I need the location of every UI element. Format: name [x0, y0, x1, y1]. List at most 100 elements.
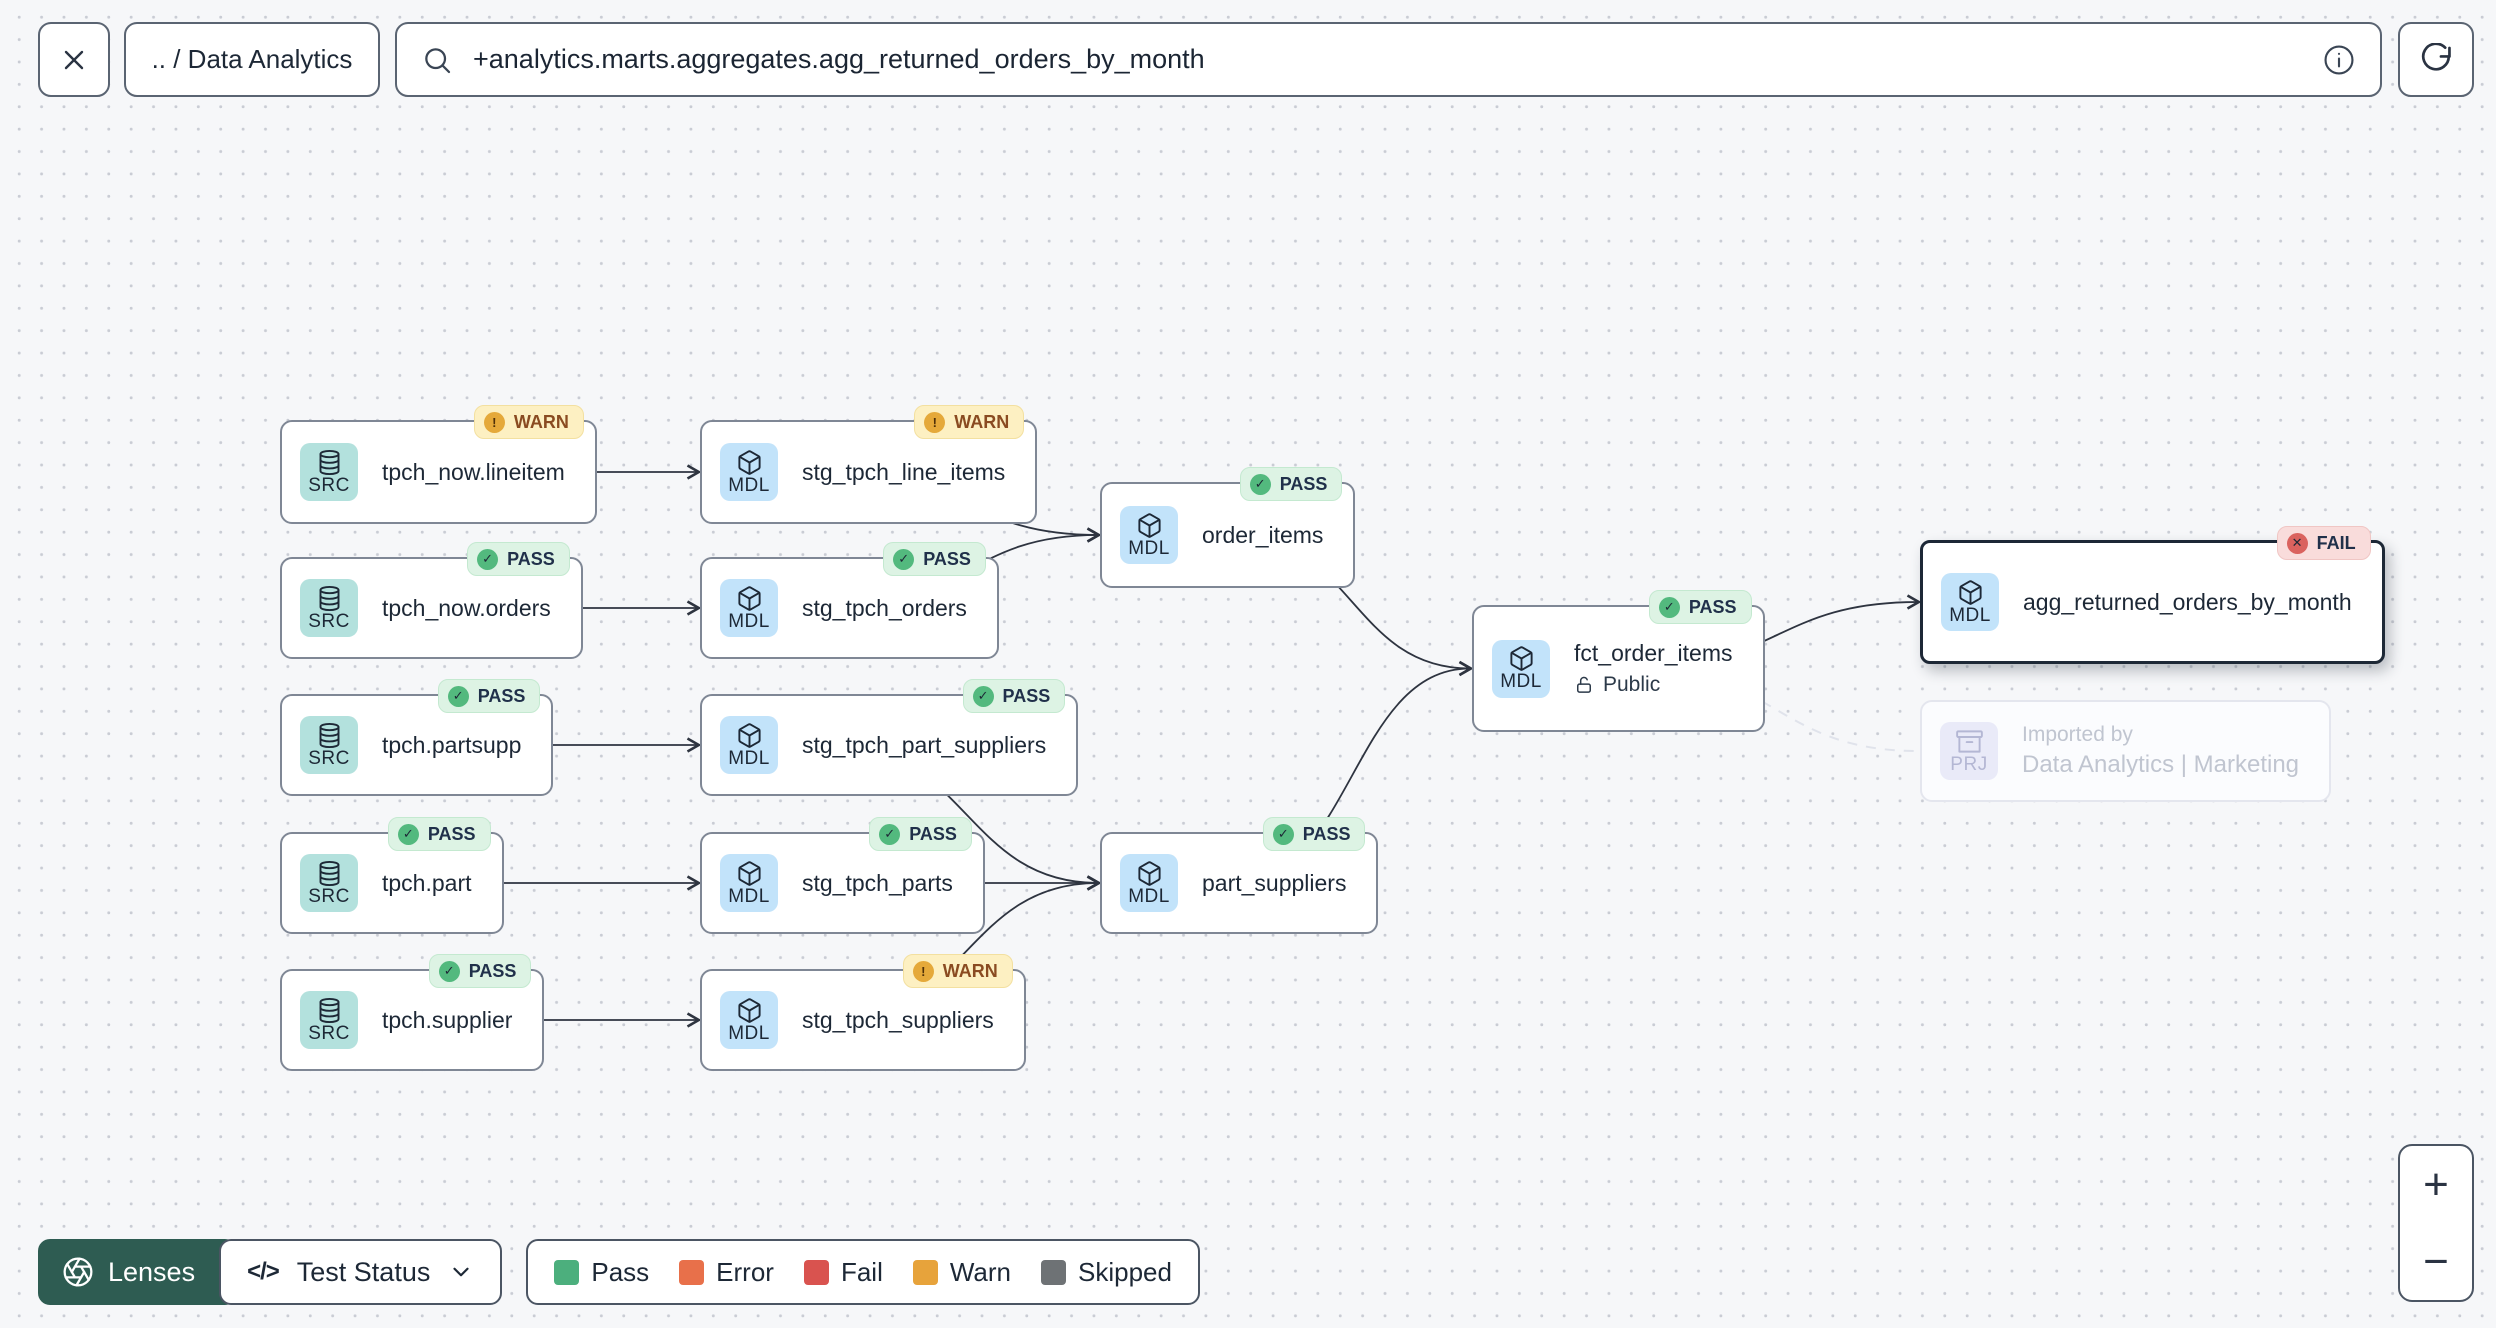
info-icon[interactable]: [2322, 43, 2356, 77]
edge-fct_order_items-to-imported_by: [1634, 667, 1919, 752]
database-icon-block: SRC: [300, 716, 358, 774]
status-badge-label: PASS: [923, 548, 971, 569]
lens-selector-label: Test Status: [296, 1256, 431, 1287]
node-src_part[interactable]: ✓PASS SRC tpch.part: [280, 817, 504, 934]
legend-swatch: [679, 1259, 705, 1285]
status-badge-label: PASS: [1279, 473, 1328, 494]
legend-label: Pass: [591, 1256, 650, 1287]
cube-icon: [1958, 579, 1982, 605]
zoom-controls: + −: [2398, 1144, 2474, 1302]
node-title: tpch_now.orders: [382, 594, 551, 621]
node-text: order_items: [1202, 522, 1323, 549]
status-badge-label: WARN: [954, 411, 1010, 432]
project-icon-block: PRJ: [1940, 722, 1998, 780]
node-order_items[interactable]: ✓PASS MDL order_items: [1100, 467, 1356, 588]
status-badge-pass: ✓PASS: [1239, 467, 1343, 501]
node-title: agg_returned_orders_by_month: [2023, 588, 2352, 615]
database-icon: [319, 585, 339, 611]
status-badge-pass: ✓PASS: [387, 817, 491, 851]
node-access: Public: [1574, 673, 1733, 697]
node-type-label: MDL: [1128, 537, 1170, 559]
node-text: stg_tpch_parts: [802, 870, 953, 897]
lens-selector[interactable]: </> Test Status: [219, 1239, 503, 1305]
refresh-icon: [2419, 42, 2453, 77]
status-badge-pass: ✓PASS: [1262, 817, 1366, 851]
warn-status-icon: !: [912, 960, 934, 982]
node-title: stg_tpch_part_suppliers: [802, 731, 1047, 758]
status-badge-pass: ✓PASS: [1648, 590, 1752, 624]
node-access-label: Public: [1603, 673, 1661, 696]
node-stg_part_suppliers[interactable]: ✓PASS MDL stg_tpch_part_suppliers: [700, 679, 1079, 796]
node-title: stg_tpch_suppliers: [802, 1006, 994, 1033]
close-button[interactable]: [38, 22, 110, 97]
node-type-label: MDL: [728, 885, 770, 907]
database-icon: [319, 860, 339, 886]
cube-icon-block: MDL: [720, 716, 778, 774]
node-title: tpch.part: [382, 869, 472, 896]
node-text: stg_tpch_part_suppliers: [802, 732, 1046, 759]
node-title: tpch.partsupp: [382, 731, 522, 758]
search-input[interactable]: [471, 43, 2304, 76]
chevron-down-icon: [448, 1259, 474, 1285]
breadcrumb[interactable]: .. / Data Analytics: [124, 22, 380, 97]
node-stg_line_items[interactable]: ! WARN MDL stg_tpch_line_items: [700, 405, 1038, 524]
node-text: tpch.supplier: [382, 1007, 512, 1034]
zoom-in-button[interactable]: +: [2400, 1146, 2472, 1223]
legend-item-fail: Fail: [803, 1257, 883, 1288]
cube-icon-block: MDL: [720, 854, 778, 912]
status-badge-label: PASS: [909, 823, 957, 844]
cube-icon: [737, 997, 761, 1023]
warn-status-icon: !: [483, 411, 505, 433]
pass-status-icon: ✓: [1272, 823, 1294, 845]
node-title: stg_tpch_line_items: [802, 458, 1006, 485]
cube-icon: [1137, 860, 1161, 886]
refresh-button[interactable]: [2398, 22, 2474, 97]
node-type-label: SRC: [308, 610, 350, 632]
status-badge-label: PASS: [507, 548, 555, 569]
database-icon-block: SRC: [300, 854, 358, 912]
node-title: part_suppliers: [1202, 869, 1347, 896]
status-badge-label: WARN: [942, 960, 998, 981]
legend-label: Warn: [949, 1256, 1012, 1287]
warn-status-icon: !: [924, 411, 946, 433]
lenses-button[interactable]: Lenses: [38, 1239, 238, 1305]
zoom-out-button[interactable]: −: [2400, 1223, 2472, 1300]
database-icon-block: SRC: [300, 443, 358, 501]
legend-item-pass: Pass: [554, 1257, 649, 1288]
status-badge-pass: ✓PASS: [437, 679, 541, 713]
cube-icon: [737, 722, 761, 748]
node-type-label: MDL: [1500, 671, 1542, 692]
node-title: Data Analytics | Marketing: [2022, 751, 2300, 778]
node-type-label: SRC: [308, 474, 350, 496]
cube-icon-block: MDL: [1120, 506, 1178, 564]
close-icon: [58, 44, 90, 76]
node-type-label: MDL: [728, 474, 770, 496]
cube-icon-block: MDL: [720, 579, 778, 637]
status-badge-label: PASS: [427, 823, 476, 844]
node-src_partsupp[interactable]: ✓PASS SRC tpch.partsupp: [280, 679, 554, 796]
status-badge-pass: ✓PASS: [962, 679, 1066, 713]
database-icon: [319, 722, 339, 748]
node-text: tpch.part: [382, 870, 472, 897]
node-text: tpch_now.lineitem: [382, 459, 565, 486]
status-badge-label: PASS: [1688, 596, 1737, 617]
status-badge-pass: ✓PASS: [883, 542, 986, 576]
node-text: agg_returned_orders_by_month: [2023, 589, 2352, 616]
legend-swatch: [803, 1259, 829, 1285]
search-bar[interactable]: [395, 22, 2382, 97]
